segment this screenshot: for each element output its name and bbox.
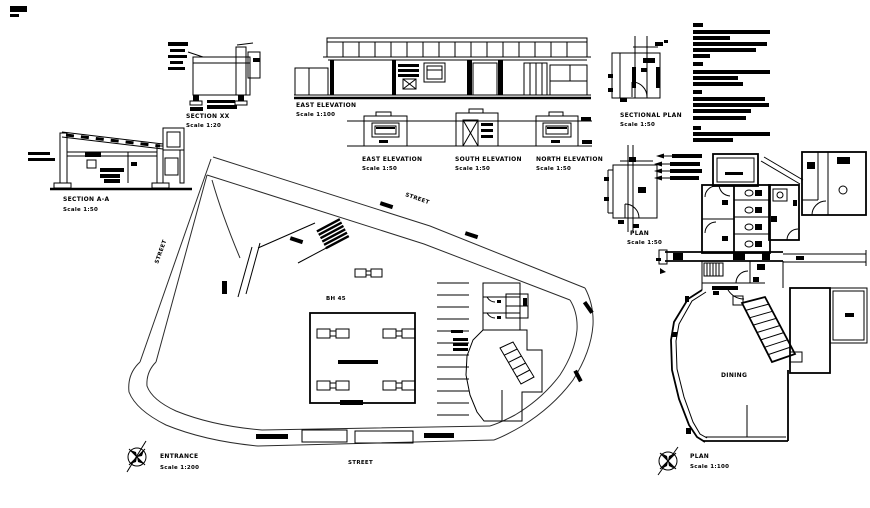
floor-plan-scale-label: Scale 1:100	[690, 464, 729, 470]
site-plan-title: ENTRANCE	[160, 453, 198, 460]
elevation-south-title: SOUTH ELEVATION	[455, 156, 522, 163]
north-arrow-left	[126, 440, 147, 473]
clerestory-mullions	[342, 42, 568, 57]
picnic-table	[316, 328, 350, 339]
elevation-south	[455, 108, 499, 147]
elevation-north-title: NORTH ELEVATION	[536, 156, 603, 163]
sectional-plan-drawing: SECTIONAL PLAN Scale 1:50	[608, 36, 682, 128]
road-edges	[128, 156, 594, 447]
dining-room-label: DINING	[721, 372, 747, 379]
elevation-south-scale-label: Scale 1:50	[455, 166, 490, 172]
shelter-label: BH 45	[326, 296, 346, 302]
building-footprint	[465, 282, 543, 422]
entry-ramp	[237, 218, 350, 298]
wc-fixtures	[744, 189, 762, 248]
detail-section-title: SECTION XX	[186, 113, 230, 120]
picnic-table	[354, 268, 383, 278]
elevation-strip: EAST ELEVATION Scale 1:50 SOUTH ELEVATIO…	[347, 108, 603, 172]
elevation-east	[363, 111, 408, 147]
section-aa-scale-label: Scale 1:50	[63, 207, 98, 213]
annotation-leaders	[654, 153, 702, 181]
street-label-top: STREET	[404, 192, 430, 206]
sheet-corner-marks	[10, 6, 55, 161]
street-label-left: STREET	[154, 239, 168, 265]
notes-block	[693, 23, 770, 142]
elevation-east-scale-label: Scale 1:50	[362, 166, 397, 172]
long-elevation-drawing: EAST ELEVATION Scale 1:100	[294, 37, 591, 118]
long-elevation-scale-label: Scale 1:100	[296, 112, 335, 118]
floor-plan-drawing: DINING PLAN Scale 1:100	[656, 151, 868, 476]
section-aa-drawing: SECTION A-A Scale 1:50	[50, 127, 192, 213]
picnic-table	[382, 328, 416, 339]
elevation-north-scale-label: Scale 1:50	[536, 166, 571, 172]
site-plan-drawing: STREET STREET STREET	[126, 156, 594, 473]
site-plan-scale-label: Scale 1:200	[160, 465, 199, 471]
road-markings	[222, 201, 594, 444]
toilet-plan-title: PLAN	[630, 230, 649, 237]
toilet-plan-drawing: PLAN Scale 1:50	[604, 145, 702, 246]
diagonal-stair	[732, 295, 803, 364]
sectional-plan-title: SECTIONAL PLAN	[620, 112, 682, 119]
elevation-north	[535, 111, 592, 147]
north-arrow-right	[657, 446, 679, 476]
picnic-table	[316, 380, 350, 391]
steps-hatch	[316, 218, 350, 250]
parking-stalls	[437, 282, 469, 416]
floor-plan-title: PLAN	[690, 453, 709, 460]
picnic-table	[382, 380, 416, 391]
detail-section-drawing: SECTION XX Scale 1:20	[168, 42, 261, 129]
stair-hatch	[703, 262, 724, 277]
detail-section-scale-label: Scale 1:20	[186, 123, 221, 129]
long-elevation-title: EAST ELEVATION	[296, 102, 356, 109]
street-label-bottom: STREET	[348, 460, 373, 466]
elevation-east-title: EAST ELEVATION	[362, 156, 422, 163]
toilet-plan-scale-label: Scale 1:50	[627, 240, 662, 246]
shelter-block	[309, 312, 416, 405]
sectional-plan-scale-label: Scale 1:50	[620, 122, 655, 128]
section-aa-title: SECTION A-A	[63, 196, 109, 203]
